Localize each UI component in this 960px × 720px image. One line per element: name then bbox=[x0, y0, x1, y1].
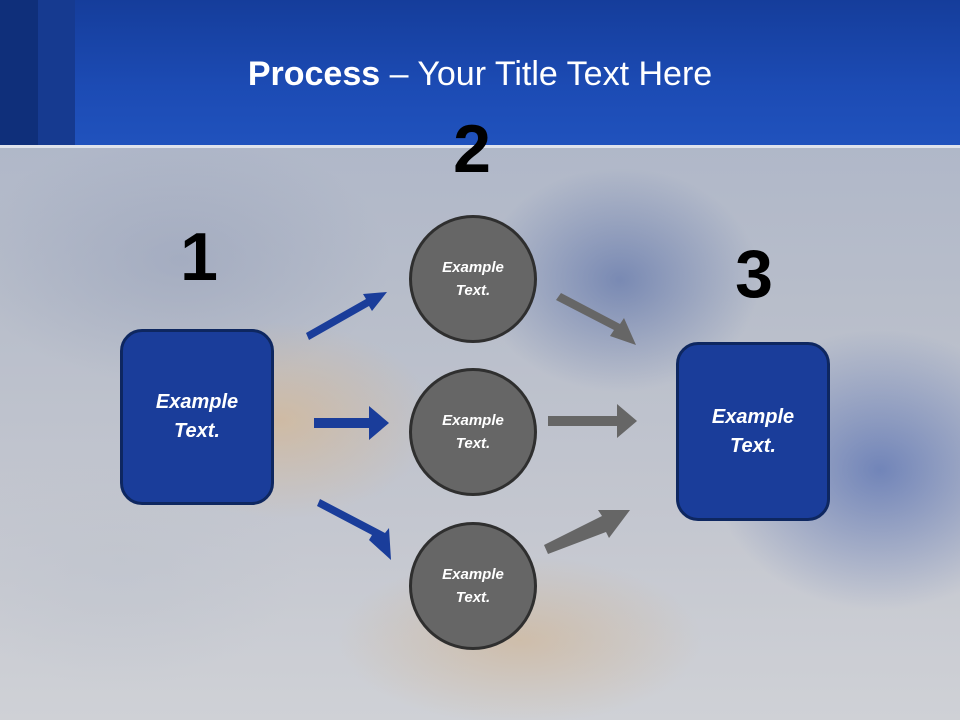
gray-arrow-right-icon bbox=[548, 404, 637, 438]
header-accent-strip bbox=[0, 0, 38, 145]
slide-title: Process – Your Title Text Here bbox=[0, 52, 960, 96]
step-2-circle-top: Example Text. bbox=[409, 215, 537, 343]
step-number-2: 2 bbox=[453, 111, 491, 187]
step-3-label: Example Text. bbox=[711, 405, 795, 457]
step-1-box: Example Text. bbox=[120, 329, 274, 505]
gray-arrow-down-icon bbox=[556, 293, 636, 345]
header-accent-strip bbox=[38, 0, 75, 145]
title-bold: Process bbox=[247, 55, 381, 93]
step-3-box: Example Text. bbox=[676, 342, 830, 521]
step-number-3: 3 bbox=[735, 236, 773, 312]
circle-middle-label: Example Text. bbox=[442, 412, 504, 452]
step-1-label: Example Text. bbox=[155, 391, 239, 442]
header-divider bbox=[0, 145, 960, 148]
circle-top-label: Example Text. bbox=[442, 259, 504, 299]
blue-arrow-right-icon bbox=[314, 406, 389, 440]
gray-arrow-up-icon bbox=[544, 510, 630, 554]
circle-bottom-label: Example Text. bbox=[442, 566, 504, 606]
title-rest: – Your Title Text Here bbox=[380, 55, 713, 93]
step-2-circle-bottom: Example Text. bbox=[409, 522, 537, 650]
step-number-1: 1 bbox=[180, 219, 218, 295]
title-bar: Process – Your Title Text Here bbox=[0, 0, 960, 145]
blue-arrow-down-icon bbox=[317, 499, 391, 560]
blue-arrow-up-icon bbox=[306, 292, 387, 340]
step-2-circle-middle: Example Text. bbox=[409, 368, 537, 496]
